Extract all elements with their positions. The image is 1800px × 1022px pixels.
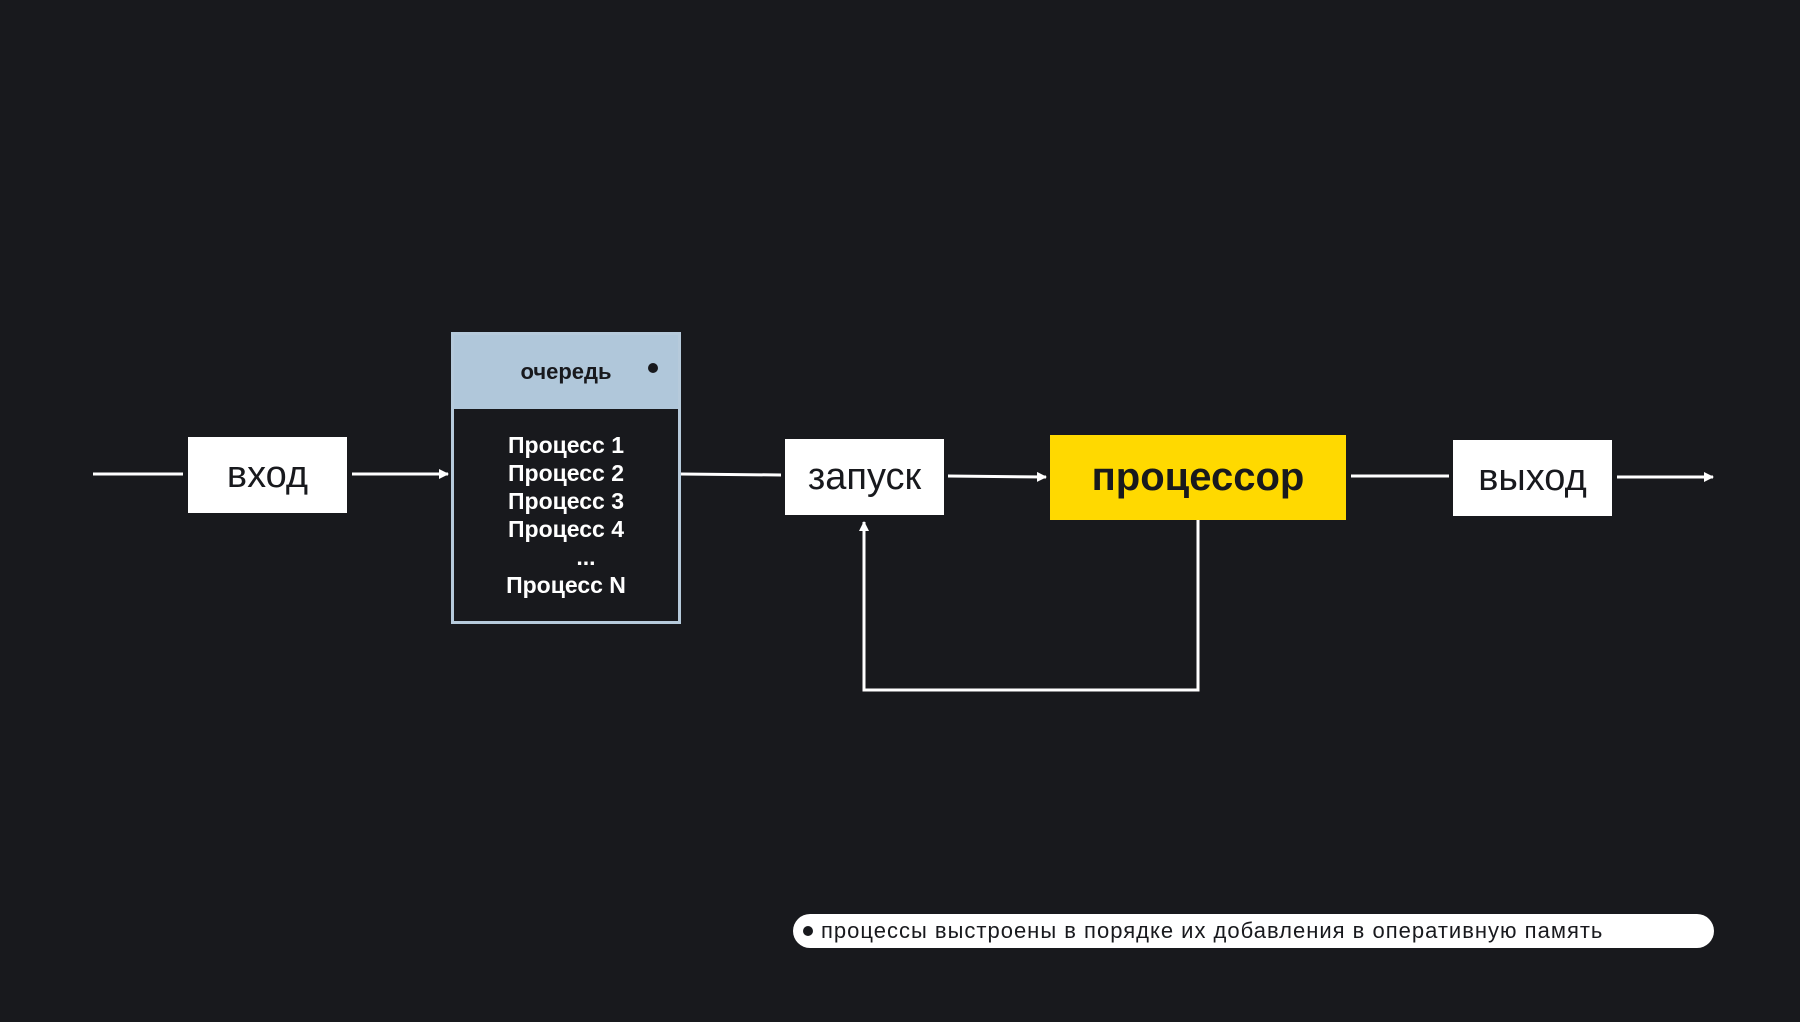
footnote-text: процессы выстроены в порядке их добавлен… (821, 918, 1604, 943)
arrow-launch-to-processor (947, 471, 1047, 482)
footnote: процессы выстроены в порядке их добавлен… (793, 914, 1714, 948)
queue-item: Процесс 4 (507, 516, 625, 542)
input-box: вход (188, 437, 347, 513)
queue-process-list: Процесс 1 Процесс 2 Процесс 3 Процесс 4 … (454, 431, 678, 599)
queue-header: очередь (454, 335, 678, 409)
queue-item-ellipsis: ... (576, 544, 596, 570)
queue-title: очередь (520, 359, 612, 384)
queue-item: Процесс 1 (507, 432, 625, 458)
output-box: выход (1453, 440, 1612, 516)
launch-box: запуск (785, 439, 944, 515)
launch-label: запуск (807, 455, 922, 498)
output-label: выход (1478, 456, 1587, 499)
input-label: вход (226, 453, 309, 496)
processor-label: процессор (1091, 455, 1305, 499)
footnote-marker-dot (648, 363, 658, 373)
queue-item: Процесс 3 (507, 488, 625, 514)
queue-item: Процесс N (506, 572, 626, 598)
queue-box: очередь Процесс 1 Процесс 2 Процесс 3 Пр… (451, 332, 681, 624)
feedback-loop-line (859, 520, 1200, 692)
processor-box: процессор (1050, 435, 1346, 520)
line-queue-to-launch (680, 472, 782, 477)
queue-item: Процесс 2 (507, 460, 625, 486)
footnote-dot-icon (803, 926, 813, 936)
